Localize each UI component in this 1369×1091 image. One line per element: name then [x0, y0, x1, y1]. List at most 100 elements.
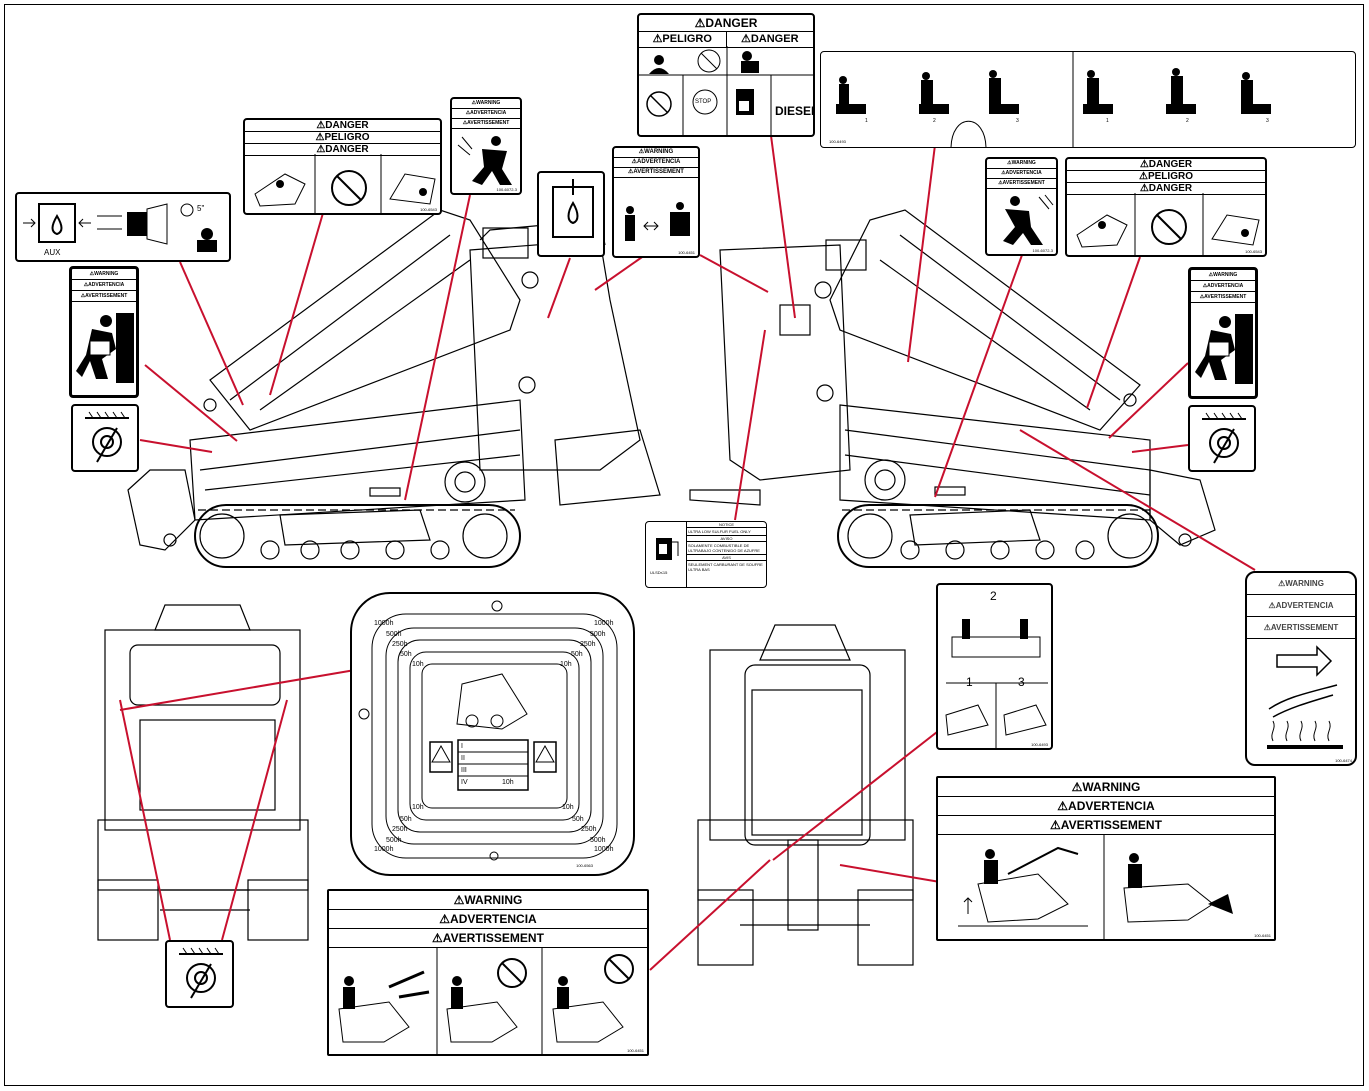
danger-es: ⚠PELIGRO: [639, 32, 727, 47]
notice-text: ULTRA LOW SULFUR FUEL ONLY: [687, 528, 766, 536]
warn-crush-r-art: [1195, 314, 1253, 384]
warn-crush-r-l2: ⚠ADVERTENCIA: [1191, 281, 1255, 292]
lever-steps-art: [945, 619, 1048, 748]
danger-right-l2: ⚠PELIGRO: [1067, 171, 1265, 183]
svc-1000h-tr: 1000h: [594, 620, 614, 627]
service-interval-art: [358, 600, 618, 861]
danger-left-l1: ⚠DANGER: [245, 120, 440, 132]
svc-500h-tr: 500h: [590, 631, 606, 638]
svc-250h-tr: 250h: [580, 641, 596, 648]
step-3-left: 3: [1016, 118, 1019, 124]
warn-lift-l3: ⚠AVERTISSEMENT: [938, 816, 1274, 835]
warn-bottom-pn: 100-6451: [627, 1048, 644, 1053]
warn-hot-l2: ⚠ADVERTENCIA: [1247, 595, 1355, 617]
danger-right-l3: ⚠DANGER: [1067, 183, 1265, 195]
avis-title: AVIS: [687, 555, 766, 561]
notice-title: NOTICE: [687, 522, 766, 528]
svc-10h-bl: 10h: [412, 804, 424, 811]
danger-left-l3: ⚠DANGER: [245, 144, 440, 156]
warn-b-l1: ⚠WARNING: [987, 159, 1056, 169]
warn-crush-l-art: [76, 313, 134, 383]
fuel-filter-icon-decal: [537, 171, 605, 257]
tiedown-left-art: [85, 411, 129, 463]
warning-lift-decal: ⚠WARNING ⚠ADVERTENCIA ⚠AVERTISSEMENT 100…: [936, 776, 1276, 941]
lever-steps-pn: 100-6493: [1031, 742, 1048, 747]
warn-a-pn: 100-6072-3: [496, 187, 517, 192]
step-1-right: 1: [1106, 118, 1109, 124]
warning-thrown-objects-right-decal: ⚠WARNING ⚠ADVERTENCIA ⚠AVERTISSEMENT 100…: [985, 157, 1058, 256]
warning-operator-decal: ⚠WARNING ⚠ADVERTENCIA ⚠AVERTISSEMENT 100…: [612, 146, 700, 258]
svc-500h-br: 500h: [590, 837, 606, 844]
aux-label: AUX: [44, 248, 61, 257]
warn-a-art: [457, 136, 512, 185]
tiedown-bottom-art: [179, 947, 223, 999]
warn-a-l3: ⚠AVERTISSEMENT: [452, 119, 520, 129]
loader-steps-art: [836, 52, 1271, 147]
rear-view-machine: [97, 604, 309, 941]
danger-crush-left-decal: ⚠DANGER ⚠PELIGRO ⚠DANGER 100-6543: [243, 118, 442, 215]
warn-hot-art: [1267, 645, 1343, 749]
warn-op-pn: 100-6451: [678, 250, 695, 255]
step-3-right: 3: [1266, 118, 1269, 124]
svc-row-2: II: [461, 755, 465, 762]
danger-pictograms: [639, 46, 813, 135]
loader-steps-pn: 100-6493: [829, 139, 846, 144]
warn-hot-l1: ⚠WARNING: [1247, 573, 1355, 595]
svc-250h-bl: 250h: [392, 826, 408, 833]
warn-lift-l1: ⚠WARNING: [938, 778, 1274, 797]
avis-text: SEULEMENT CARBURANT DE SOUFRE ULTRA BAS: [688, 562, 763, 572]
warn-crush-l-l2: ⚠ADVERTENCIA: [72, 280, 136, 291]
danger-left-art: [254, 154, 436, 213]
warn-lift-pn: 100-6451: [1254, 933, 1271, 938]
step-2-left: 2: [933, 118, 936, 124]
front-view-machine: [697, 624, 914, 966]
danger-crush-right-decal: ⚠DANGER ⚠PELIGRO ⚠DANGER 100-6543: [1065, 157, 1267, 257]
leader-lines: [119, 127, 1256, 971]
fuel-pump-art: [656, 538, 679, 560]
warn-bottom-l2: ⚠ADVERTENCIA: [329, 910, 647, 929]
lever-step-2: 2: [990, 589, 997, 603]
svc-10h-tr: 10h: [560, 661, 572, 668]
danger-right-l1: ⚠DANGER: [1067, 159, 1265, 171]
service-pn: 100-6563: [576, 863, 593, 868]
warn-op-l1: ⚠WARNING: [614, 148, 698, 158]
svc-row-3: III: [461, 767, 467, 774]
svc-50h-tl: 50h: [400, 651, 412, 658]
lever-step-1: 1: [966, 675, 973, 689]
danger-left-l2: ⚠PELIGRO: [245, 132, 440, 144]
warn-a-l2: ⚠ADVERTENCIA: [452, 109, 520, 119]
svc-50h-tr: 50h: [571, 651, 583, 658]
warn-op-l2: ⚠ADVERTENCIA: [614, 158, 698, 168]
danger-right-pn: 100-6543: [1245, 249, 1262, 254]
svc-1000h-tl: 1000h: [374, 620, 394, 627]
tiedown-icon-bottom-decal: [165, 940, 234, 1008]
danger-left-pn: 100-6543: [420, 207, 437, 212]
warn-op-l3: ⚠AVERTISSEMENT: [614, 168, 698, 178]
warn-crush-l-l3: ⚠AVERTISSEMENT: [72, 291, 136, 302]
svc-250h-br: 250h: [581, 826, 597, 833]
svc-row-4-val: 10h: [502, 779, 514, 786]
warning-hot-surface-decal: ⚠WARNING ⚠ADVERTENCIA ⚠AVERTISSEMENT 100…: [1245, 571, 1357, 766]
aux-time: 5": [197, 204, 205, 213]
warn-crush-r-l3: ⚠AVERTISSEMENT: [1191, 292, 1255, 303]
tiedown-icon-right-decal: [1188, 405, 1256, 472]
fuel-filter-art: [552, 179, 594, 238]
service-interval-decal: 1000h 500h 250h 50h 10h 1000h 500h 250h …: [350, 592, 635, 876]
danger-title: ⚠DANGER: [639, 15, 813, 32]
warning-crush-left-decal: ⚠WARNING ⚠ADVERTENCIA ⚠AVERTISSEMENT: [69, 266, 139, 398]
warn-b-l3: ⚠AVERTISSEMENT: [987, 179, 1056, 189]
diesel-text: DIESEL: [775, 104, 815, 118]
warn-op-art: [625, 202, 690, 241]
fuel-icon-text: ULSD≤15: [650, 570, 668, 575]
warn-b-l2: ⚠ADVERTENCIA: [987, 169, 1056, 179]
danger-diesel-decal: ⚠DANGER ⚠PELIGRO ⚠DANGER STOP DIESEL: [637, 13, 815, 137]
warn-lift-l2: ⚠ADVERTENCIA: [938, 797, 1274, 816]
svc-1000h-bl: 1000h: [374, 846, 394, 853]
diagram-frame: [4, 4, 1364, 1086]
svc-500h-bl: 500h: [386, 837, 402, 844]
warning-thrown-objects-left-decal: ⚠WARNING ⚠ADVERTENCIA ⚠AVERTISSEMENT 100…: [450, 97, 522, 195]
fuel-notice-decal: ULSD≤15 NOTICE ULTRA LOW SULFUR FUEL ONL…: [645, 521, 767, 588]
svc-10h-br: 10h: [562, 804, 574, 811]
warning-bottom-decal: ⚠WARNING ⚠ADVERTENCIA ⚠AVERTISSEMENT 100…: [327, 889, 649, 1056]
svc-50h-bl: 50h: [400, 816, 412, 823]
